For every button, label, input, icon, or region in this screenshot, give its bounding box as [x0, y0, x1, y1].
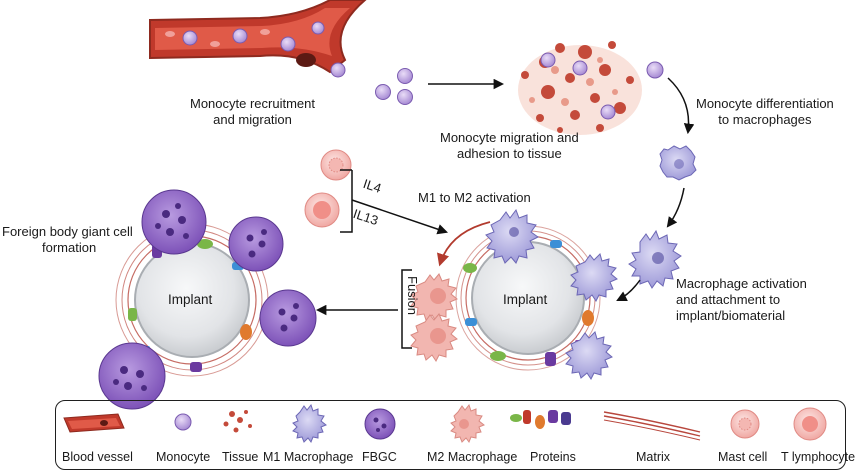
label-implant-left: Implant — [168, 292, 213, 307]
label-fbgc-line2: formation — [42, 240, 97, 255]
arrow-to-implant — [616, 279, 641, 301]
monocyte-leaving-tissue — [646, 61, 664, 79]
legend-m2-macrophage: M2 Macrophage — [427, 450, 518, 464]
differentiating-macrophage — [659, 145, 697, 181]
blood-vessel-illustration — [149, 0, 367, 78]
label-differentiation-line1: Monocyte differentiation — [696, 96, 834, 111]
t-lymphocyte-left — [304, 192, 340, 228]
label-activation: Macrophage activation and attachment to … — [676, 276, 807, 324]
label-recruitment: Monocyte recruitment and migration — [190, 96, 315, 128]
legend-icons — [63, 403, 827, 444]
label-migration-line1: Monocyte migration and — [440, 130, 579, 145]
label-implant-right: Implant — [503, 292, 548, 307]
label-activation-line1: Macrophage activation — [676, 276, 807, 291]
label-recruitment-line2: and migration — [213, 112, 292, 127]
legend-m1-macrophage: M1 Macrophage — [263, 450, 354, 464]
legend-blood-vessel: Blood vessel — [62, 450, 133, 464]
legend-fbgc: FBGC — [362, 450, 397, 464]
fusion-bracket — [401, 269, 412, 349]
legend-t-lymphocyte: T lymphocyte — [781, 450, 856, 464]
label-recruitment-line1: Monocyte recruitment — [190, 96, 315, 111]
cytokine-arrow — [351, 199, 448, 235]
legend-tissue: Tissue — [222, 450, 259, 464]
label-activation-line2: and attachment to — [676, 292, 781, 307]
activated-macrophage — [628, 229, 682, 289]
m2-macrophages-fusing — [410, 273, 458, 362]
legend-proteins: Proteins — [530, 450, 576, 464]
label-differentiation-line2: to macrophages — [718, 112, 812, 127]
tissue-cluster — [518, 41, 642, 135]
mast-cell-top — [320, 149, 352, 181]
arrow-to-differentiation — [667, 77, 695, 135]
implant-with-macrophages — [455, 208, 618, 380]
label-activation-line3: implant/biomaterial — [676, 308, 786, 323]
m1-to-m2-arrow — [436, 221, 491, 267]
label-m1-to-m2: M1 to M2 activation — [418, 190, 531, 205]
migrating-monocytes — [375, 68, 413, 105]
label-migration-line2: adhesion to tissue — [456, 146, 562, 161]
legend-mast-cell: Mast cell — [718, 450, 768, 464]
label-differentiation: Monocyte differentiation to macrophages — [696, 96, 834, 128]
arrow-to-activation — [666, 187, 685, 228]
label-fbgc-line1: Foreign body giant cell — [2, 224, 133, 239]
legend-monocyte: Monocyte — [156, 450, 211, 464]
label-migration-adhesion: Monocyte migration and adhesion to tissu… — [440, 130, 579, 162]
legend-matrix: Matrix — [636, 450, 671, 464]
legend-box — [55, 400, 846, 470]
fbgc-cells — [98, 189, 317, 410]
label-fbgc-formation: Foreign body giant cell formation — [2, 224, 133, 256]
cytokine-bracket — [340, 169, 353, 233]
label-fusion: Fusion — [405, 276, 420, 316]
